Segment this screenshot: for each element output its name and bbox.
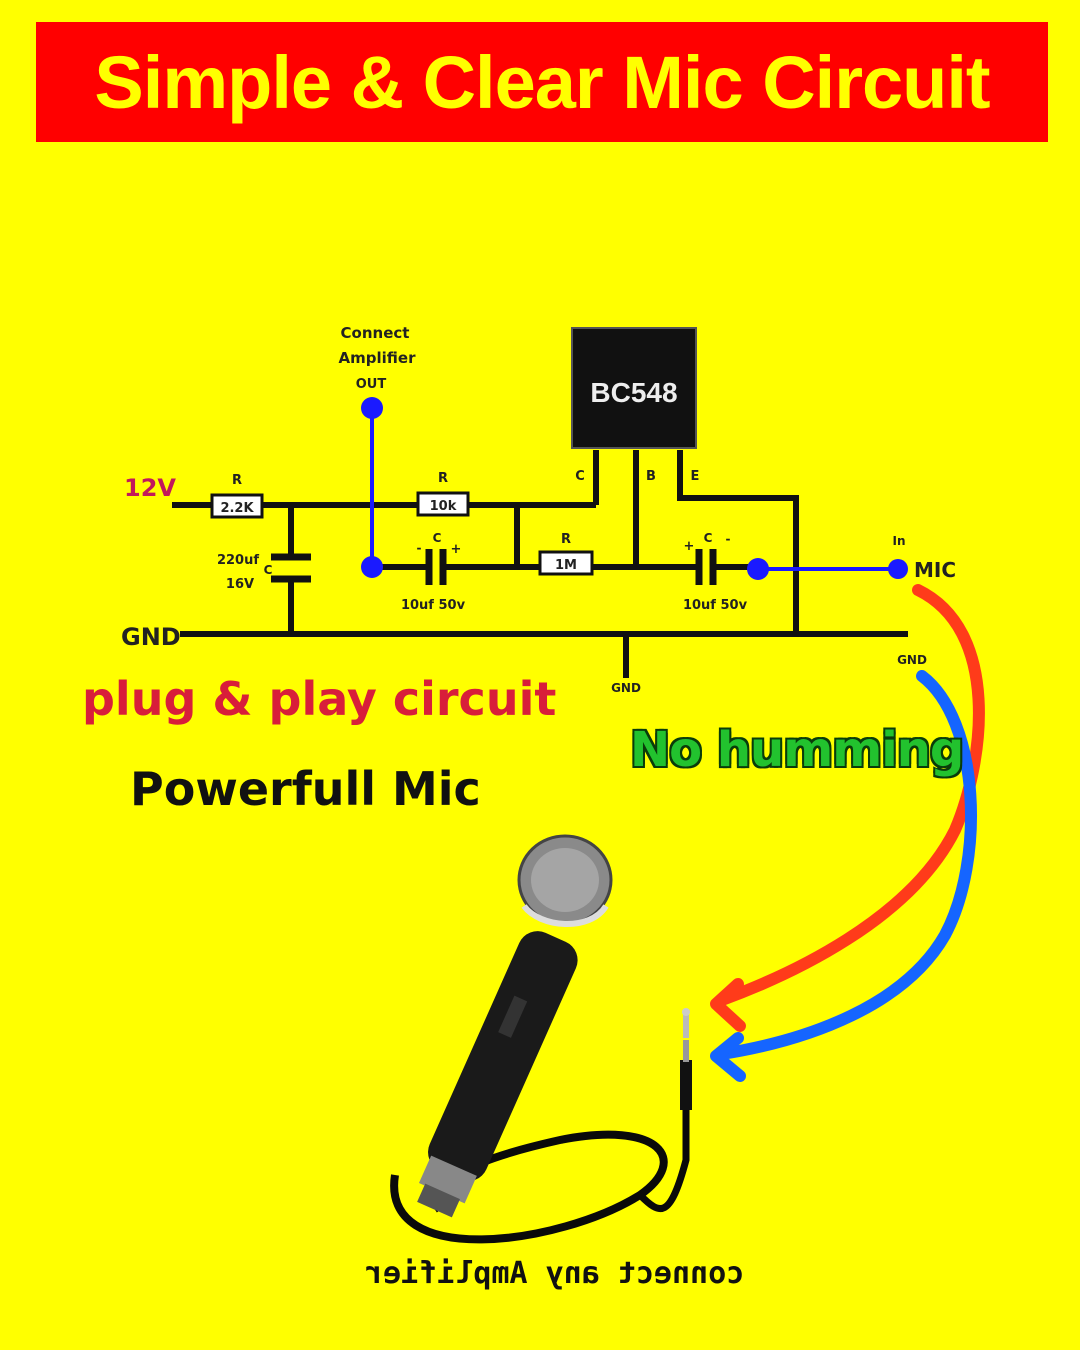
plug-play-caption: plug & play circuit (82, 672, 557, 726)
title-banner: Simple & Clear Mic Circuit (36, 22, 1048, 142)
out-label: OUT (356, 377, 387, 392)
resistor-r1: 2.2K (210, 493, 264, 519)
gnd-left-label: GND (121, 623, 181, 651)
capacitor-c2-plus: + (451, 542, 462, 557)
capacitor-c1-value: 220uf (217, 553, 259, 568)
resistor-r3: 1M (538, 550, 594, 576)
capacitor-c1 (271, 553, 311, 583)
capacitor-c2-minus: - (417, 541, 422, 555)
resistor-r2: 10k (416, 491, 470, 517)
red-arrow (716, 584, 985, 1006)
pin-b-label: B (646, 469, 656, 484)
powerful-mic-caption: Powerfull Mic (130, 762, 481, 816)
transistor-bc548: BC548 (571, 327, 697, 449)
resistor-r3-name: R (561, 532, 571, 547)
capacitor-c2-value: 10uf 50v (401, 598, 466, 613)
signal-wires (370, 408, 898, 571)
hand-drawn-arrows (710, 584, 985, 1082)
capacitor-c3-minus: - (726, 532, 731, 546)
gnd-right-label: GND (897, 653, 927, 667)
jack-plug (680, 1008, 692, 1110)
capacitor-c2 (425, 549, 447, 585)
capacitor-c3-name: C (704, 531, 713, 545)
resistor-r1-value: 2.2K (220, 501, 254, 516)
resistor-r1-name: R (232, 473, 242, 488)
resistor-r2-name: R (438, 471, 448, 486)
circuit-wires (172, 450, 908, 678)
in-label: In (892, 534, 905, 548)
connection-dots (361, 397, 908, 580)
page-title: Simple & Clear Mic Circuit (94, 40, 990, 124)
red-arrow-head (710, 978, 746, 1032)
no-humming-caption: No humming (630, 722, 964, 778)
pin-c-label: C (575, 469, 585, 484)
microphone-image (390, 834, 692, 1244)
blue-arrow (716, 670, 977, 1060)
pin-e-label: E (691, 469, 700, 484)
capacitor-c1-name: C (264, 563, 273, 577)
amplifier-label: Amplifier (339, 349, 417, 367)
transistor-label: BC548 (590, 377, 677, 408)
resistor-r3-value: 1M (555, 558, 577, 573)
voltage-label: 12V (124, 474, 176, 502)
capacitor-c2-name: C (433, 531, 442, 545)
capacitor-c3-plus: + (684, 539, 695, 554)
connect-label: Connect (341, 324, 410, 342)
mic-label: MIC (914, 558, 956, 582)
resistor-r2-value: 10k (430, 499, 457, 514)
capacitor-c3-value: 10uf 50v (683, 598, 748, 613)
capacitor-c1-voltage: 16V (226, 577, 254, 592)
connect-amplifier-caption: connect any Amplifier (365, 1256, 745, 1291)
blue-arrow-head (710, 1032, 746, 1082)
capacitor-c3 (695, 549, 717, 585)
gnd-bottom-label: GND (611, 681, 641, 695)
